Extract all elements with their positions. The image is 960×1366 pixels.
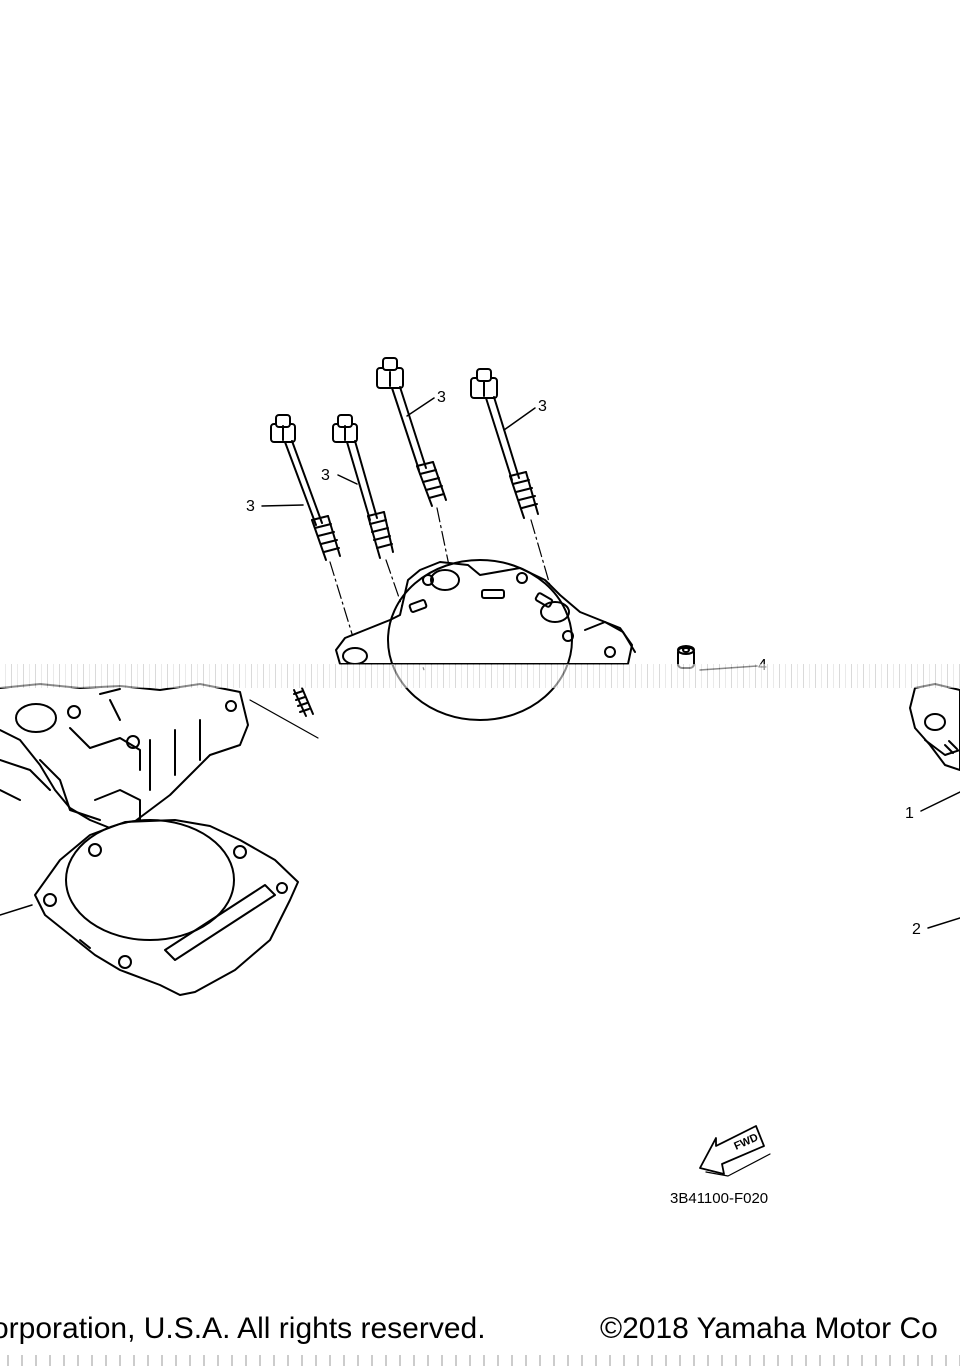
callout-bolt-a: 3 (246, 498, 255, 515)
callout-bolt-b: 3 (321, 467, 330, 484)
copyright-left: orporation, U.S.A. All rights reserved. (0, 1312, 486, 1345)
right-partial-component (909, 683, 960, 771)
scan-artifact-band (0, 664, 960, 688)
head-bolt-1 (270, 414, 341, 561)
cylinder-body (0, 683, 249, 831)
diagram-code: 3B41100-F020 (670, 1190, 768, 1207)
head-bolt-3 (376, 357, 447, 507)
fwd-arrow-icon (699, 1125, 771, 1177)
bottom-scan-artifact (0, 1355, 960, 1366)
stud-bolt (249, 687, 319, 739)
head-bolt-4 (470, 368, 539, 519)
cylinder-base-gasket (0, 819, 299, 996)
copyright-right: ©2018 Yamaha Motor Co (600, 1312, 938, 1345)
callout-part-1: 1 (905, 805, 914, 822)
callout-bolt-c: 3 (437, 389, 446, 406)
head-bolt-2 (332, 414, 394, 559)
leader-lines (261, 397, 960, 929)
callout-part-2: 2 (912, 921, 921, 938)
callout-bolt-d: 3 (538, 398, 547, 415)
cylinder-head-gasket (335, 559, 636, 721)
